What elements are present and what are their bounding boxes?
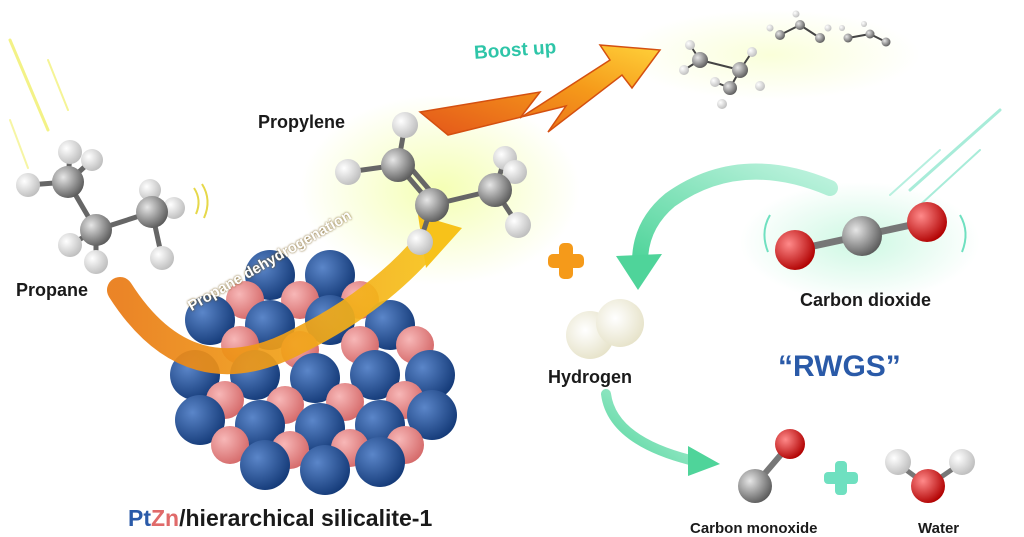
- hydrogen-molecule-icon: [566, 299, 644, 359]
- water-molecule-icon: [885, 449, 975, 503]
- zn-atom: [211, 426, 249, 464]
- pt-atom: [407, 390, 457, 440]
- product-molecules-icon: [679, 10, 891, 109]
- pt-atom: [295, 403, 345, 453]
- hydrogen-label: Hydrogen: [548, 367, 633, 387]
- pt-atom: [235, 400, 285, 450]
- pt-atom: [305, 250, 355, 300]
- propane-label: Propane: [16, 280, 89, 300]
- pt-atom: [355, 437, 405, 487]
- pt-atom: [185, 295, 235, 345]
- dehydrogenation-arrow: [107, 215, 462, 375]
- catalyst-pt-text: Pt: [128, 505, 151, 531]
- pt-atom: [350, 350, 400, 400]
- propane-molecule-icon: [16, 140, 209, 274]
- products-glow: [620, 10, 920, 100]
- propylene-label: Propylene: [258, 112, 346, 132]
- co2-to-hydrogen-arrow: [616, 163, 838, 290]
- co2-molecule-icon: [763, 202, 967, 270]
- co-molecule-icon: [738, 429, 805, 503]
- green-plus-icon: [824, 461, 858, 495]
- propylene-molecule-icon: [335, 112, 531, 255]
- plus-icon: [548, 243, 584, 279]
- carbon-monoxide-label: Carbon monoxide: [690, 520, 818, 537]
- pt-atom: [300, 445, 350, 495]
- water-label: Water: [918, 520, 960, 537]
- catalyst-zn-text: Zn: [151, 505, 180, 531]
- rwgs-label: “RWGS”: [778, 350, 901, 383]
- catalyst-label: PtZn/hierarchical silicalite-1: [128, 505, 432, 532]
- lightning-bolt-icon: [418, 44, 662, 136]
- pt-atom: [175, 395, 225, 445]
- catalyst-support-text: /hierarchical silicalite-1: [179, 505, 433, 531]
- pt-atom: [290, 353, 340, 403]
- pt-atom: [240, 440, 290, 490]
- hydrogen-to-products-arrow: [601, 389, 720, 476]
- light-streaks: [8, 38, 1002, 206]
- carbon-dioxide-label: Carbon dioxide: [800, 290, 932, 310]
